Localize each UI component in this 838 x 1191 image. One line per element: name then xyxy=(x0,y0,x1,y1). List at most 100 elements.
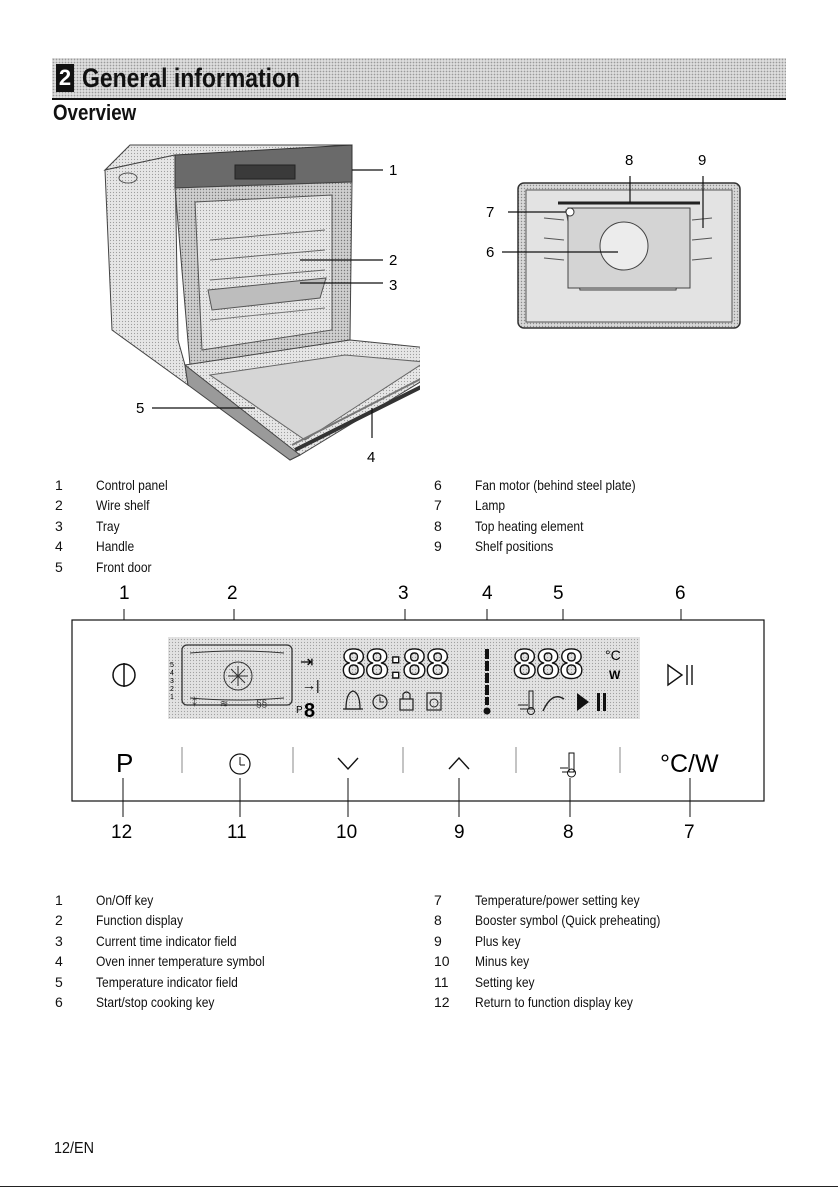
interior-callout-9: 9 xyxy=(698,152,706,169)
setting-key[interactable] xyxy=(229,753,251,775)
page-number: 12/EN xyxy=(54,1140,95,1157)
legend-num: 6 xyxy=(434,477,442,493)
legend-num: 3 xyxy=(55,517,63,534)
interior-callout-7: 7 xyxy=(486,204,494,221)
shelf-number-2: 2 xyxy=(170,686,174,693)
legend-label: Handle xyxy=(96,538,135,555)
temperature-power-key[interactable]: °C/W xyxy=(660,750,719,778)
probe-icon xyxy=(542,696,565,712)
section-header-bar xyxy=(52,58,786,98)
legend-num: 5 xyxy=(55,973,63,990)
legend-label: Shelf positions xyxy=(475,538,554,555)
legend-label: Return to function display key xyxy=(475,993,633,1010)
legend-num: 9 xyxy=(434,538,442,555)
legend-num: 7 xyxy=(434,497,442,514)
pause-icon xyxy=(597,693,606,711)
oven-illustration: 1 2 3 4 5 xyxy=(103,144,420,466)
panel-callout-4: 4 xyxy=(482,583,493,604)
interior-callout-8: 8 xyxy=(625,152,633,169)
control-panel-diagram: 1 2 3 4 5 6 5 4 3 2 1 ⁑ ≋ §§ ⇥ →| P 8 88… xyxy=(71,583,765,843)
oven-program-icon xyxy=(426,692,442,711)
legend-label: Wire shelf xyxy=(96,497,150,514)
oven-callout-3: 3 xyxy=(389,277,397,294)
legend-row: 2 Wire shelf xyxy=(55,495,385,515)
legend-num: 5 xyxy=(55,558,63,575)
legend-label: Temperature/power setting key xyxy=(475,892,640,908)
heat-waves-icon: ≋ xyxy=(220,699,228,710)
legend-label: Booster symbol (Quick preheating) xyxy=(475,912,661,929)
legend-num: 8 xyxy=(434,912,442,929)
oven-callout-1: 1 xyxy=(389,162,397,179)
shelf-number-5: 5 xyxy=(170,662,174,669)
fan-symbol-icon: ⁑ xyxy=(192,697,197,709)
legend-num: 8 xyxy=(434,517,442,534)
panel-callout-12: 12 xyxy=(111,822,132,843)
oven-callout-4: 4 xyxy=(367,449,375,466)
legend-num: 6 xyxy=(55,993,63,1010)
legend-num: 2 xyxy=(55,912,63,929)
bell-icon xyxy=(343,690,363,710)
legend-row: 8 Booster symbol (Quick preheating) xyxy=(434,910,794,930)
oven-callout-2: 2 xyxy=(389,252,397,269)
legend-row: 7 Lamp xyxy=(434,495,794,515)
panel-callout-9: 9 xyxy=(454,822,465,843)
p-key[interactable]: P xyxy=(116,748,133,778)
section-number-badge: 2 xyxy=(56,64,74,92)
time-indicator-field: 88:88 xyxy=(342,640,449,687)
oven-callout-5: 5 xyxy=(136,400,144,417)
temperature-indicator-field: 888 xyxy=(513,640,583,687)
legend-label: On/Off key xyxy=(96,892,154,908)
legend-num: 4 xyxy=(55,538,63,555)
on-off-key[interactable] xyxy=(112,663,136,687)
section-title: General information xyxy=(82,63,301,93)
panel-callout-1: 1 xyxy=(119,583,130,604)
legend-row: 2 Function display xyxy=(55,910,415,930)
legend-num: 10 xyxy=(434,953,450,970)
legend-label: Fan motor (behind steel plate) xyxy=(475,477,636,493)
panel-callout-11: 11 xyxy=(227,822,247,843)
booster-key[interactable] xyxy=(560,752,576,778)
shelf-number-4: 4 xyxy=(170,670,174,677)
panel-callout-7: 7 xyxy=(684,822,695,843)
start-stop-key[interactable] xyxy=(667,663,693,687)
shelf-number-3: 3 xyxy=(170,678,174,685)
program-label: P xyxy=(296,705,303,716)
program-digit: 8 xyxy=(304,700,315,722)
legend-label: Lamp xyxy=(475,497,506,514)
panel-callout-6: 6 xyxy=(675,583,686,604)
plus-key[interactable] xyxy=(448,756,470,770)
shelf-number-1: 1 xyxy=(170,694,174,701)
interior-illustration: 8 9 7 6 xyxy=(486,152,741,329)
legend-label: Top heating element xyxy=(475,517,584,534)
panel-callout-8: 8 xyxy=(563,822,574,843)
legend-label: Front door xyxy=(96,558,152,575)
function-display: 5 4 3 2 1 ⁑ ≋ §§ xyxy=(170,644,293,710)
footer-divider xyxy=(0,1186,838,1187)
legend-num: 3 xyxy=(55,932,63,949)
legend-row: 8 Top heating element xyxy=(434,516,794,536)
header-divider xyxy=(52,98,786,100)
legend-num: 9 xyxy=(434,932,442,949)
interior-callout-6: 6 xyxy=(486,244,494,261)
legend-row: 5 Front door xyxy=(55,557,385,577)
parts-legend-right: 6 Fan motor (behind steel plate) 7 Lamp 8 T… xyxy=(434,475,794,557)
legend-label: Function display xyxy=(96,912,184,929)
legend-row: 4 Handle xyxy=(55,536,385,556)
steam-icon: §§ xyxy=(256,699,267,710)
legend-num: 2 xyxy=(55,497,63,514)
end-time-icon: →| xyxy=(302,677,320,693)
minus-key[interactable] xyxy=(337,757,359,771)
